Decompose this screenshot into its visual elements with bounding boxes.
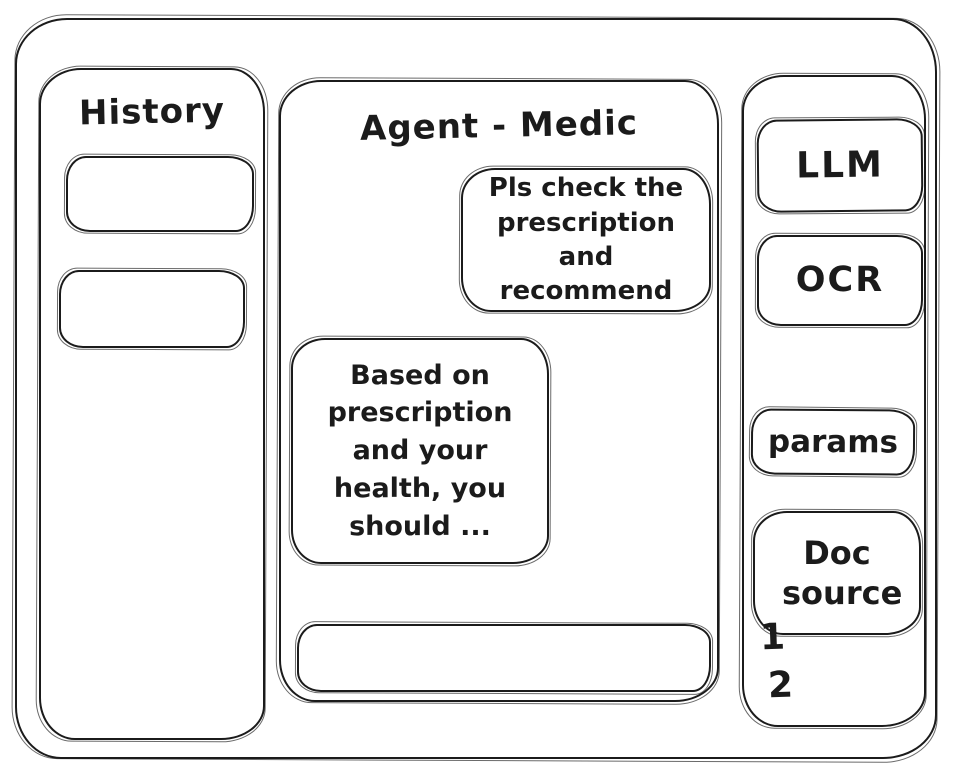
llm-button[interactable]: LLM xyxy=(756,118,924,213)
assistant-message-bubble: Based on prescription and your health, y… xyxy=(291,338,549,564)
llm-button-label: LLM xyxy=(795,144,885,187)
params-button[interactable]: params xyxy=(750,408,916,476)
ocr-button-label: OCR xyxy=(795,259,885,300)
assistant-message-text: Based on prescription and your health, y… xyxy=(327,359,513,542)
user-message-text: Pls check the prescription and recommend xyxy=(488,173,684,307)
doc-source-button-label: Doc source xyxy=(782,534,903,612)
tools-sidebar: LLM OCR params Doc source 1 2 xyxy=(742,75,926,727)
params-button-label: params xyxy=(767,423,899,461)
doc-source-button[interactable]: Doc source xyxy=(753,511,921,635)
chat-panel-title: Agent - Medic xyxy=(359,103,639,149)
history-item[interactable] xyxy=(59,270,245,348)
chat-panel: Agent - Medic Pls check the prescription… xyxy=(279,80,719,702)
history-sidebar: History xyxy=(39,68,265,740)
user-message-bubble: Pls check the prescription and recommend xyxy=(461,168,711,312)
history-title: History xyxy=(78,90,226,134)
doc-source-item-2[interactable]: 2 xyxy=(767,664,794,707)
app-window: History Agent - Medic Pls check the pres… xyxy=(15,18,937,759)
ocr-button[interactable]: OCR xyxy=(757,235,923,326)
message-input[interactable] xyxy=(297,624,711,692)
doc-source-item-1[interactable]: 1 xyxy=(759,616,786,659)
history-item[interactable] xyxy=(66,156,254,232)
